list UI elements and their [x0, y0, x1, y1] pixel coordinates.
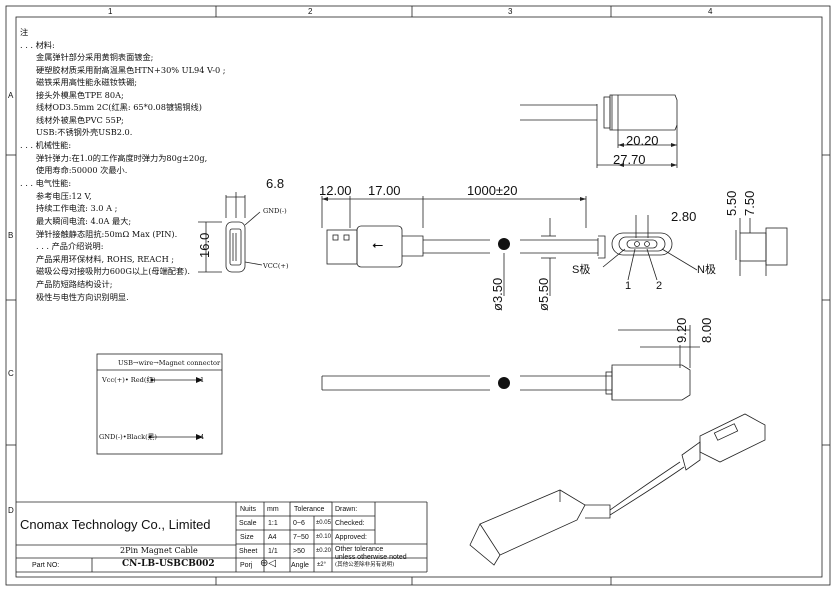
mechanical-line: 弹针弹力:在1.0的工作高度时弹力为80g±20g, — [36, 153, 208, 163]
part-no-label: Part NO: — [32, 562, 60, 569]
dim-5-50-top: 5.50 — [724, 190, 739, 216]
product-line: 磁吸公母对接吸附力600G以上(母端配套). — [36, 266, 190, 276]
outer-frame — [5, 5, 831, 586]
cable-side-view — [321, 196, 606, 296]
sheet-label: Sheet — [239, 548, 258, 555]
tolerance-label: Tolerance — [294, 506, 325, 513]
materials-line: 金属弹针部分采用黄铜表面镀金; — [36, 52, 154, 62]
usb-icon: ⭠ — [372, 237, 384, 253]
electrical-line: 参考电压:12 V, — [36, 191, 92, 201]
scale-value: 1:1 — [268, 520, 278, 527]
usb-front-view — [198, 192, 263, 273]
angle-label: Angle — [291, 562, 309, 569]
scale-label: Scale — [239, 520, 257, 527]
grid-row-c: C — [8, 369, 14, 378]
grid-row-d: D — [8, 506, 14, 515]
company-name: Cnomax Technology Co., Limited — [20, 517, 211, 532]
tol-value-1: ±0.05 — [316, 520, 331, 526]
magnet-head-top-view — [520, 94, 678, 168]
s-pole-label: S极 — [572, 264, 591, 276]
part-no-value: CN-LB-USBCB002 — [122, 559, 215, 569]
size-label: Size — [240, 534, 254, 541]
electrical-line: 弹针接触静态阻抗:50mΩ Max (PIN). — [36, 229, 178, 239]
grid-col-3: 3 — [508, 7, 513, 16]
dim-17-00: 17.00 — [368, 183, 401, 198]
dim-20-20: 20.20 — [626, 133, 659, 148]
tol-range-1: 0~6 — [293, 520, 305, 527]
gnd-label: GND(-) — [263, 207, 287, 215]
tol-range-2: 7~50 — [293, 534, 309, 541]
grid-col-1: 1 — [108, 7, 113, 16]
electrical-line: 持续工作电流: 3.0 A ; — [36, 203, 118, 213]
other-tolerance-line1: Other tolerance — [335, 546, 384, 553]
dim-27-70: 27.70 — [613, 152, 646, 167]
approved-label: Approved: — [335, 534, 367, 541]
electrical-line: 最大瞬间电流: 4.0A 最大; — [36, 216, 132, 226]
materials-line: 磁铁采用高性能永磁钕铁硼; — [36, 77, 138, 87]
materials-line: 硬塑胶材质采用耐高温黑色HTN+30% UL94 V-0 ; — [36, 65, 226, 75]
projection-symbol-icon: ⊕◁ — [260, 558, 277, 569]
product-line: 产品采用环保材料, ROHS, REACH ; — [36, 254, 175, 264]
wiring-vcc-row: Vcc(+)• Red(红) — [102, 376, 156, 384]
nuits-value: mm — [267, 506, 279, 513]
tol-value-3: ±0.20 — [316, 548, 331, 554]
mechanical-heading: . . . 机械性能: — [20, 140, 72, 150]
dim-9-20: 9.20 — [674, 317, 689, 343]
product-line: 极性与电性方向识别明显. — [36, 292, 129, 302]
wiring-title: USB→wire→Magnet connector — [118, 359, 221, 367]
checked-label: Checked: — [335, 520, 365, 527]
notes-title: 注 — [20, 27, 29, 37]
grid-col-2: 2 — [308, 7, 313, 16]
cable-side-view-2 — [321, 325, 700, 401]
vcc-label: VCC(+) — [263, 262, 289, 270]
inner-frame — [15, 16, 823, 578]
sheet-value: 1/1 — [268, 548, 278, 555]
cable-3d-view — [469, 413, 766, 566]
materials-line: 线材OD3.5mm 2C(红黑: 65*0.08镀锡铜线) — [36, 102, 202, 112]
wiring-gnd-row: GND(-)•Black(黑) — [99, 433, 157, 441]
tol-range-3: >50 — [293, 548, 305, 555]
materials-heading: . . . 材料: — [20, 40, 55, 50]
other-tolerance-cn: (其他公差除非另有说明) — [335, 562, 395, 568]
dim-dia-5-50: ø5.50 — [536, 277, 551, 311]
mechanical-line: 使用寿命:50000 次最小. — [36, 165, 128, 175]
other-tolerance-line2: unless otherwise noted — [335, 554, 407, 561]
grid-row-b: B — [8, 231, 14, 240]
wiring-vcc-pin: 1 — [200, 376, 205, 384]
grid-col-4: 4 — [708, 7, 713, 16]
materials-line: 接头外模黑色TPE 80A; — [36, 90, 124, 100]
product-heading: . . . 产品介绍说明: — [36, 241, 104, 251]
wiring-gnd-pin: 4 — [200, 433, 205, 441]
dim-1000: 1000±20 — [467, 183, 518, 198]
product-name: 2Pin Magnet Cable — [120, 546, 198, 555]
tol-value-2: ±0.10 — [316, 534, 331, 540]
wiring-box — [96, 353, 223, 455]
drawn-label: Drawn: — [335, 506, 358, 513]
title-block-lines — [16, 501, 428, 573]
dim-16-0: 16.0 — [197, 232, 212, 258]
dim-7-50: 7.50 — [742, 190, 757, 216]
dim-6-8: 6.8 — [266, 176, 285, 191]
size-value: A4 — [268, 534, 277, 541]
materials-line: USB:不锈钢外壳USB2.0. — [36, 127, 133, 137]
n-pole-label: N极 — [697, 264, 716, 276]
pin-1-label: 1 — [625, 280, 632, 292]
dim-12-00: 12.00 — [319, 183, 352, 198]
dim-2-80: 2.80 — [671, 209, 697, 224]
materials-line: 线材外被黑色PVC 55P; — [36, 115, 124, 125]
pin-2-label: 2 — [656, 280, 663, 292]
porj-label: Porj — [240, 562, 253, 569]
grid-row-a: A — [8, 91, 14, 100]
magnet-face-view — [602, 215, 698, 281]
dim-dia-3-50: ø3.50 — [490, 277, 505, 311]
magnet-side-profile — [735, 218, 788, 276]
dim-8-00: 8.00 — [699, 317, 714, 343]
electrical-heading: . . . 电气性能: — [20, 178, 72, 188]
product-line: 产品防短路结构设计; — [36, 279, 113, 289]
angle-value: ±2° — [317, 562, 327, 568]
nuits-label: Nuits — [240, 506, 256, 513]
